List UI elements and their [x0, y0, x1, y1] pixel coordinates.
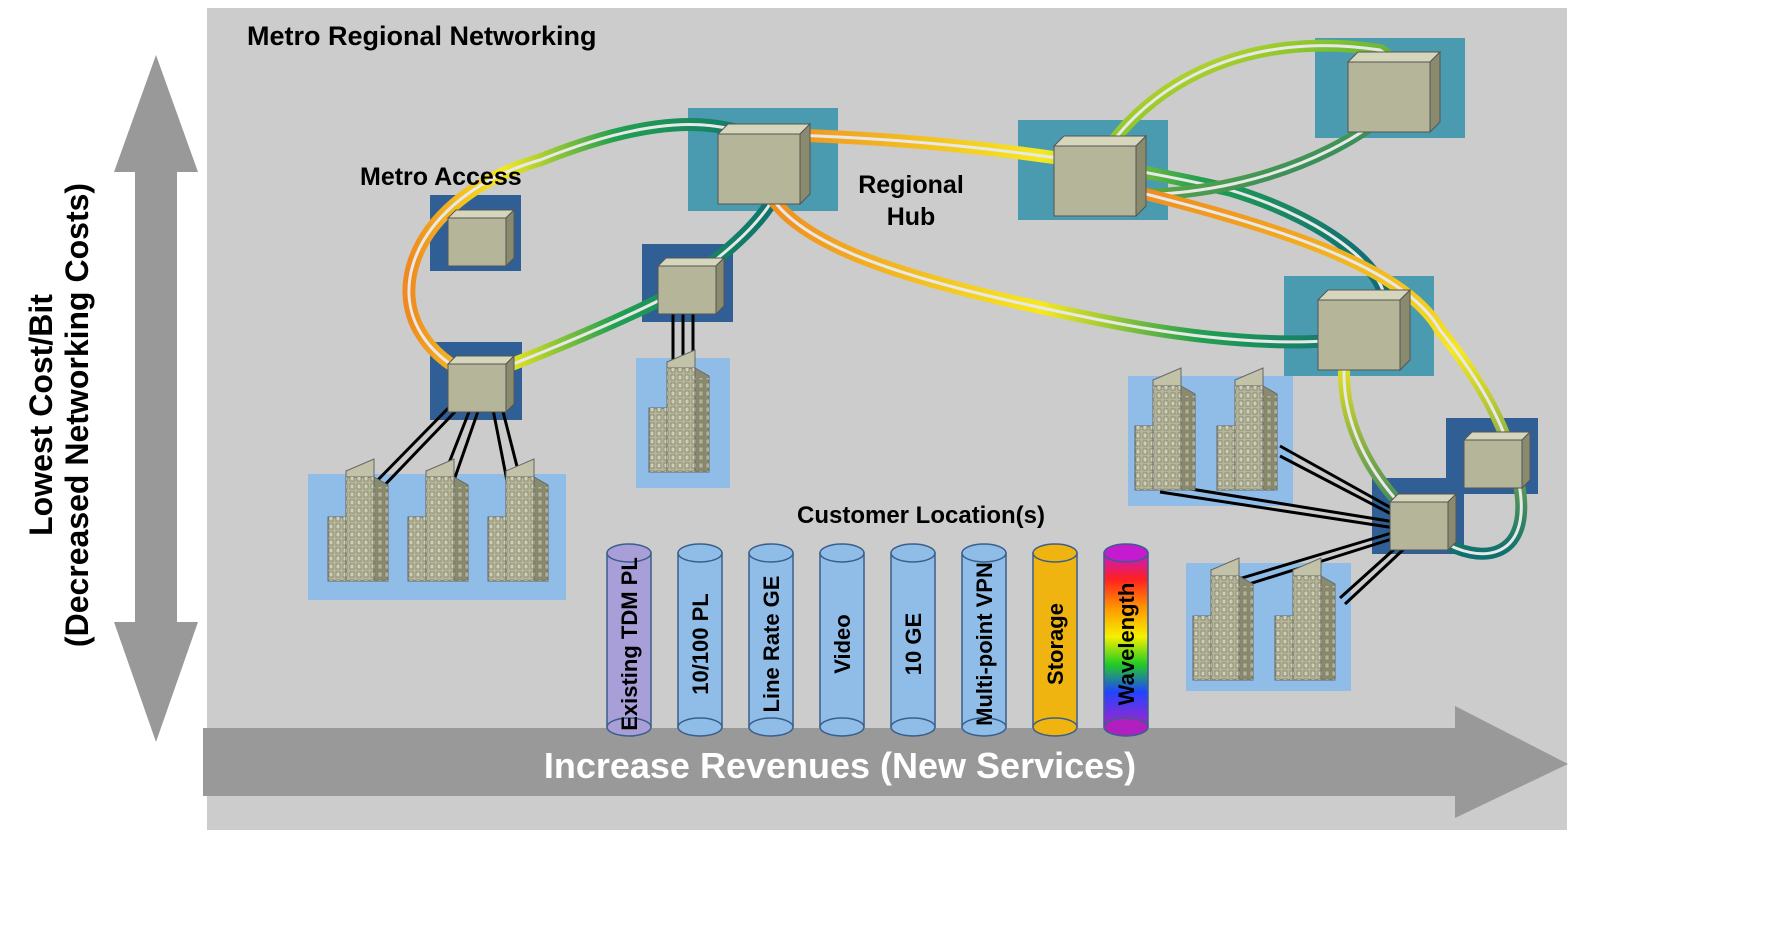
- service-label: Multi-point VPN: [972, 562, 997, 726]
- access-node-3: [447, 355, 515, 413]
- hub-node-4: [1317, 289, 1411, 371]
- service-label: Video: [830, 614, 855, 674]
- regional-hub-label-line2: Hub: [887, 203, 936, 231]
- service-label: Line Rate GE: [759, 576, 784, 713]
- service-cylinder: Video: [819, 543, 865, 737]
- diagram-title: Metro Regional Networking: [247, 21, 597, 51]
- hub-node-3: [1347, 51, 1441, 133]
- access-node-5: [1389, 493, 1457, 551]
- service-label: 10 GE: [901, 613, 926, 675]
- service-cylinder: 10 GE: [890, 543, 936, 737]
- service-cylinder: Multi-point VPN: [961, 543, 1007, 737]
- service-label: 10/100 PL: [688, 593, 713, 695]
- service-label: Storage: [1043, 603, 1068, 685]
- service-label: Wavelength: [1114, 583, 1139, 706]
- service-cylinders: Existing TDM PL 10/100 PL Line Rate GE Vide…: [606, 543, 1149, 737]
- metro-access-label: Metro Access: [360, 163, 522, 191]
- regional-hub-node: [717, 123, 811, 205]
- service-cylinder: 10/100 PL: [677, 543, 723, 737]
- service-cylinder: Line Rate GE: [748, 543, 794, 737]
- service-cylinder: Existing TDM PL: [606, 543, 652, 737]
- hub-node-2: [1053, 135, 1147, 217]
- customer-locations-label: Customer Location(s): [797, 502, 1045, 529]
- vertical-axis-label-line2: (Decreased Networking Costs): [59, 183, 95, 647]
- service-label: Existing TDM PL: [617, 557, 642, 731]
- access-node-4: [1463, 431, 1531, 489]
- service-cylinder: Storage: [1032, 543, 1078, 737]
- service-cylinder: Wavelength: [1103, 543, 1149, 737]
- access-links: [366, 300, 1407, 606]
- access-node-1: [447, 209, 515, 267]
- regional-hub-label-line1: Regional: [858, 171, 964, 199]
- horizontal-arrow: [203, 706, 1568, 818]
- horizontal-axis-label: Increase Revenues (New Services): [544, 745, 1136, 786]
- access-node-2: [657, 257, 725, 315]
- vertical-double-arrow: [114, 55, 198, 742]
- vertical-axis-label-line1: Lowest Cost/Bit: [23, 294, 59, 536]
